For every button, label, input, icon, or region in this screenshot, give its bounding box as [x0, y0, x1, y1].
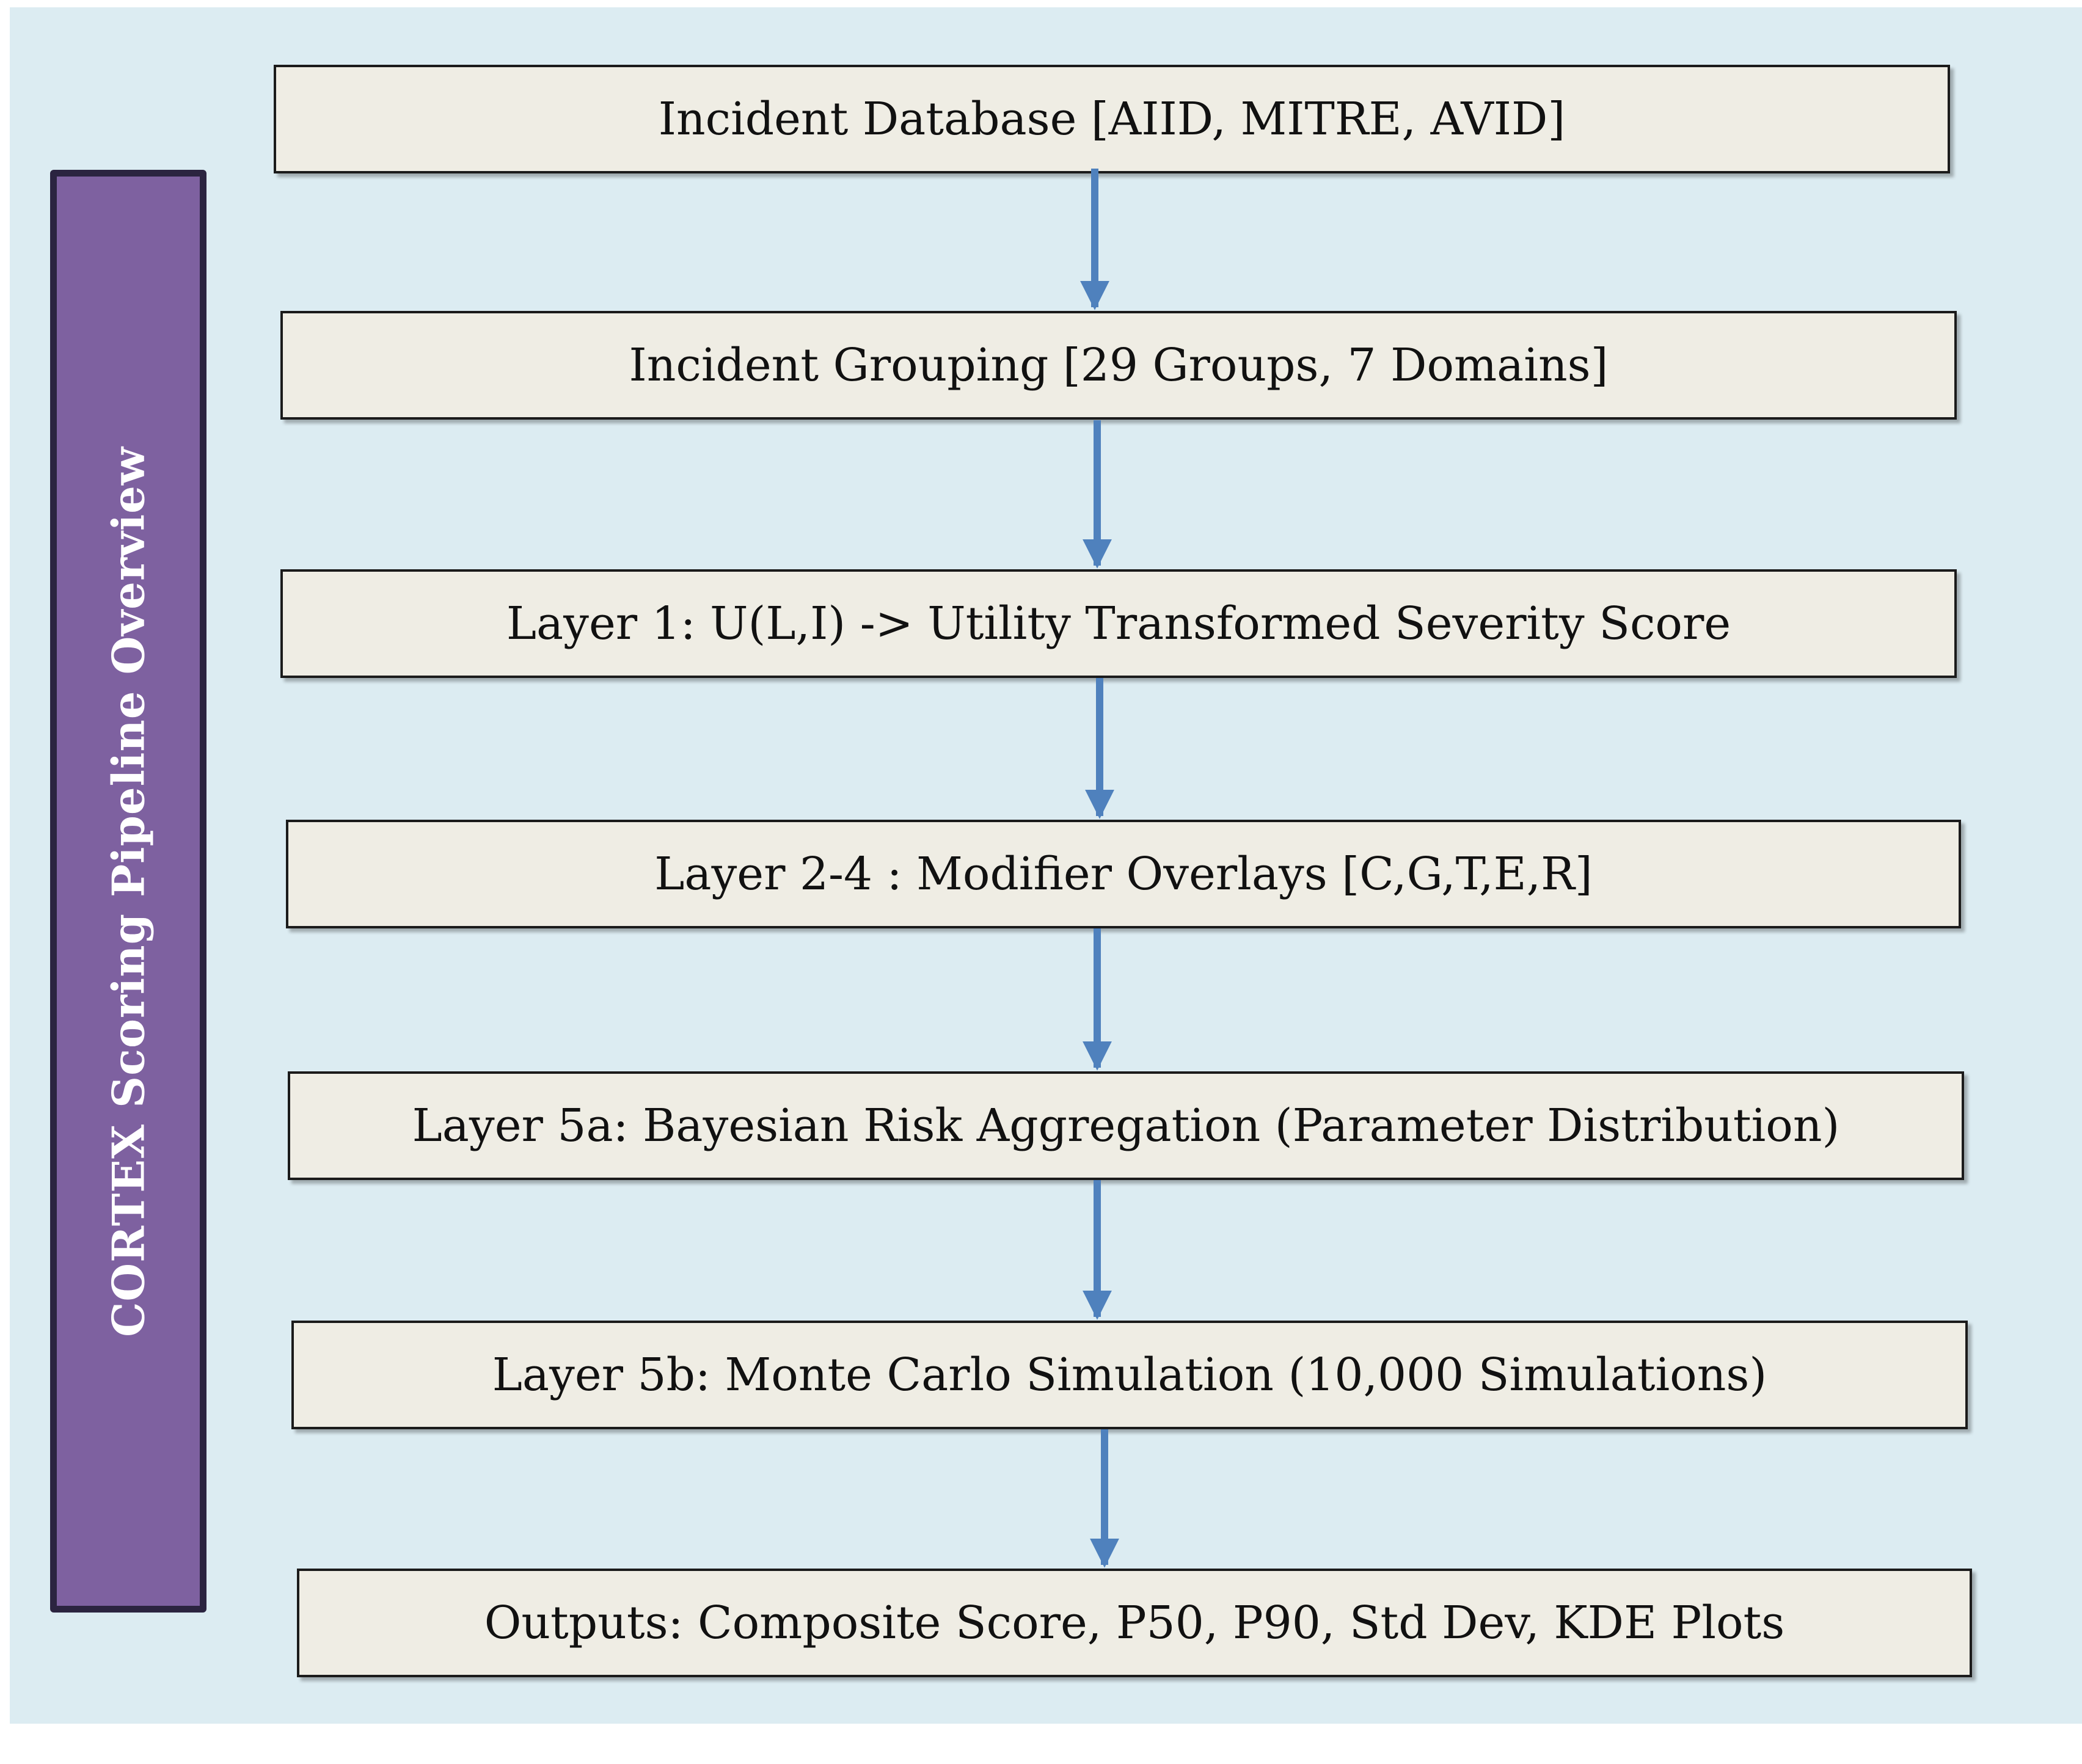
step-outputs: Outputs: Composite Score, P50, P90, Std … — [297, 1569, 1972, 1677]
step-layer-2-4: Layer 2-4 : Modifier Overlays [C,G,T,E,R… — [286, 820, 1961, 928]
pipeline-side-bar — [50, 170, 206, 1613]
step-layer-1: Layer 1: U(L,I) -> Utility Transformed S… — [280, 569, 1957, 678]
step-incident-database: Incident Database [AIID, MITRE, AVID] — [274, 65, 1950, 173]
step-incident-grouping: Incident Grouping [29 Groups, 7 Domains] — [280, 311, 1957, 420]
step-layer-5a: Layer 5a: Bayesian Risk Aggregation (Par… — [288, 1071, 1964, 1180]
step-layer-5b: Layer 5b: Monte Carlo Simulation (10,000… — [291, 1321, 1968, 1429]
